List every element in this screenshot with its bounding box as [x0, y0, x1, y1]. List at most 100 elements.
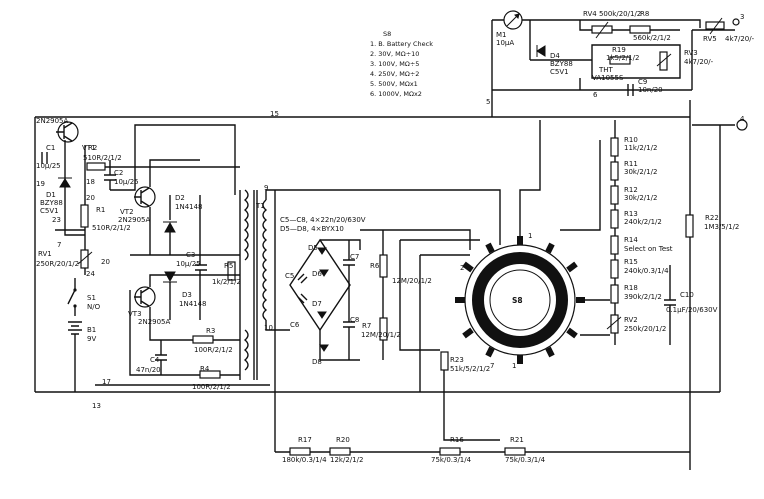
label-rv3: RV3: [684, 49, 698, 57]
node-24: 24: [86, 270, 95, 278]
transformer-t1: T1 9 10: [243, 184, 273, 380]
resistor-r2: R2 510R/2/1/2: [83, 144, 122, 171]
resistor-r23: R23 51k/5/2/1/2: [440, 351, 490, 373]
value-rv2: 250k/20/1/2: [624, 325, 666, 333]
transistor-vt1: 2N2905A VT1: [36, 117, 96, 152]
resistor-r8: R8 560k/2/1/2: [629, 10, 671, 42]
resistor-r14: R14 Select on Test: [610, 235, 673, 255]
switch-table: S8 1. B. Battery Check 2. 30V, MΩ÷10 3. …: [370, 30, 433, 98]
label-r3: R3: [206, 327, 215, 335]
note-caps: C5—C8, 4×22n/20/630V: [280, 216, 366, 224]
label-d3: D3: [182, 291, 192, 299]
value-r22: 1M3/5/1/2: [704, 223, 739, 231]
value-c3: 10μ/25: [176, 260, 201, 268]
node-15: 15: [270, 110, 279, 118]
rotary-switch-s8: S8 1 2 7 1: [455, 232, 585, 370]
switch-table-row: 1. B. Battery Check: [370, 40, 433, 48]
value-r1: 510R/2/1/2: [92, 224, 131, 232]
value-r12: 30k/2/1/2: [624, 194, 657, 202]
resistor-rv2: RV2 250k/20/1/2: [606, 314, 666, 334]
label-m1: M1: [496, 31, 507, 39]
value-r15: 240k/0.3/1/4: [624, 267, 669, 275]
resistor-r3: R3 100R/2/1/2: [192, 327, 233, 354]
label-d5: D5: [308, 244, 318, 252]
switch-table-title: S8: [383, 30, 391, 38]
node-3: 3: [740, 13, 744, 21]
resistor-rv3: RV3 4k7/20/-: [656, 49, 714, 71]
capacitor-c10: C10 0.1μF/20/630V: [664, 265, 718, 345]
label-rv4: RV4 500k/20/1/2: [583, 10, 641, 18]
value-c1: 10μ/25: [36, 162, 61, 170]
label-r7: R7: [362, 322, 371, 330]
value-r18: 390k/2/1/2: [624, 293, 662, 301]
node-20: 23: [52, 216, 61, 224]
label-c7: C7: [350, 253, 359, 261]
resistor-r20: R20 12k/2/1/2: [329, 436, 363, 464]
resistor-r12: R12 30k/2/1/2: [610, 185, 657, 205]
label-d8: D8: [312, 358, 322, 366]
value-c4: 47n/20: [136, 366, 161, 374]
node-23: 20: [86, 194, 95, 202]
label-r10: R10: [624, 136, 638, 144]
label-r16: R16: [450, 436, 464, 444]
value-r19: 1k5/2/1/2: [606, 54, 639, 62]
battery-b1: B1 9V: [68, 321, 96, 392]
resistor-rv5: RV5 4k7/20/- 3: [703, 13, 755, 43]
label-d4: D4: [550, 52, 560, 60]
node-4: 4: [740, 115, 745, 123]
label-r4: R4: [200, 365, 210, 373]
value-r16: 75k/0.3/1/4: [431, 456, 472, 464]
label-c4: C4: [150, 356, 160, 364]
value-r21: 75k/0.3/1/4: [505, 456, 546, 464]
resistor-r16: R16 75k/0.3/1/4: [431, 436, 472, 464]
transistor-vt2: VT2 2N2905A: [118, 186, 156, 224]
value-rv3: 4k7/20/-: [684, 58, 714, 66]
resistor-r10: R10 11k/2/1/2: [610, 136, 657, 157]
resistor-r22: R22 1M3/5/1/2: [685, 214, 739, 238]
node-1b: 1: [512, 362, 516, 370]
resistor-r21: R21 75k/0.3/1/4: [504, 436, 546, 464]
resistor-r17: R17 180k/0.3/1/4: [282, 436, 327, 464]
label-rv2: RV2: [624, 316, 638, 324]
transistor-vt3: VT3 2N2905A: [128, 286, 171, 326]
value-r8: 560k/2/1/2: [633, 34, 671, 42]
value-r6: 12M/20/1/2: [392, 277, 432, 285]
label-c9: C9: [638, 78, 647, 86]
node-6: 6: [593, 91, 598, 99]
label-vt2: VT2: [120, 208, 134, 216]
resistor-r15: R15 240k/0.3/1/4: [610, 258, 669, 279]
node-10: 10: [264, 324, 273, 332]
label-r20: R20: [336, 436, 350, 444]
value-r11: 30k/2/1/2: [624, 168, 657, 176]
label-r18: R18: [624, 284, 638, 292]
note-diodes: D5—D8, 4×BYX10: [280, 225, 344, 233]
value-r3: 100R/2/1/2: [194, 346, 233, 354]
resistor-rv4: RV4 500k/20/1/2: [583, 10, 641, 39]
value-r13: 240k/2/1/2: [624, 218, 662, 226]
main-wires: [34, 19, 735, 470]
switch-table-row: 3. 100V, MΩ÷5: [370, 60, 419, 68]
label-c1: C1: [46, 144, 55, 152]
label-r6: R6: [370, 262, 380, 270]
label-r23: R23: [450, 356, 464, 364]
resistor-r5: R5 1k/2/1/2: [212, 261, 241, 286]
label-s1: S1: [87, 294, 96, 302]
label-s8: S8: [512, 296, 523, 305]
label-r1: R1: [96, 206, 105, 214]
node-16: 17: [102, 378, 111, 386]
label-c5: C5: [285, 272, 294, 280]
label-r15: R15: [624, 258, 638, 266]
node-19: 20: [101, 258, 110, 266]
label-t1: T1: [255, 202, 265, 210]
switch-table-row: 5. 500V, MΩx1: [370, 80, 418, 88]
node-9: 9: [264, 184, 268, 192]
value-d4b: C5V1: [550, 68, 569, 76]
label-r22: R22: [705, 214, 719, 222]
value-s1: N/O: [87, 303, 101, 311]
diode-d2: D2 1N4148: [163, 194, 203, 255]
resistor-r19: R19 1k5/2/1/2 THT VA1055S: [592, 46, 639, 82]
label-c6: C6: [290, 321, 300, 329]
label-vt3: VT3: [128, 310, 142, 318]
label-vt1: VT1: [82, 144, 96, 152]
